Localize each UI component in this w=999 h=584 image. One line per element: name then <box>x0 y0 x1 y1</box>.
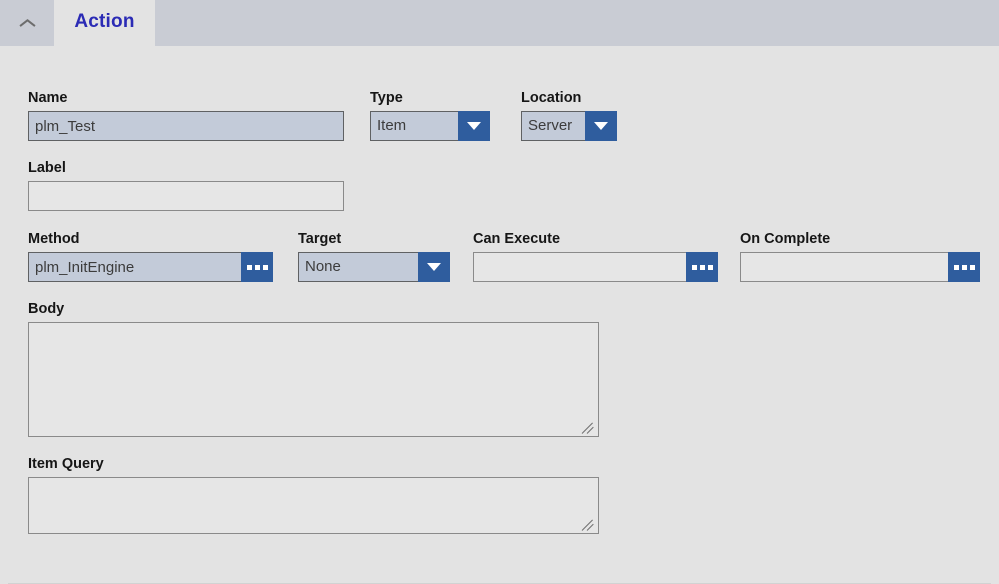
can-execute-picker-button[interactable] <box>686 252 718 282</box>
field-location-label: Location <box>521 90 582 106</box>
ellipsis-icon <box>969 264 975 270</box>
field-item-query: Item Query <box>28 456 599 534</box>
field-name: Name <box>28 90 344 141</box>
field-location: Location Server <box>521 90 617 141</box>
action-form-panel: Name Type Item Location Server Label M <box>0 46 999 584</box>
field-method-label: Method <box>28 231 80 247</box>
field-method: Method <box>28 231 273 282</box>
item-query-textarea[interactable] <box>28 477 599 534</box>
ellipsis-icon <box>707 264 713 270</box>
field-label-label: Label <box>28 160 66 176</box>
location-select[interactable]: Server <box>521 111 617 141</box>
chevron-down-icon <box>427 263 441 271</box>
field-target-label: Target <box>298 231 342 247</box>
body-textarea[interactable] <box>28 322 599 437</box>
on-complete-picker-button[interactable] <box>948 252 980 282</box>
ellipsis-icon <box>262 264 268 270</box>
field-can-execute: Can Execute <box>473 231 718 282</box>
field-on-complete: On Complete <box>740 231 980 282</box>
chevron-down-icon <box>467 122 481 130</box>
name-input[interactable] <box>28 111 344 141</box>
field-label: Label <box>28 160 344 211</box>
field-type-label: Type <box>370 90 403 106</box>
collapse-panel-button[interactable] <box>0 0 54 46</box>
ellipsis-icon <box>246 264 252 270</box>
tab-bar: Action <box>0 0 999 46</box>
field-name-label: Name <box>28 90 68 106</box>
location-select-value: Server <box>521 111 585 141</box>
method-input[interactable] <box>28 252 241 282</box>
type-dropdown-button[interactable] <box>458 111 490 141</box>
field-target: Target None <box>298 231 450 282</box>
ellipsis-icon <box>953 264 959 270</box>
method-picker-button[interactable] <box>241 252 273 282</box>
on-complete-input[interactable] <box>740 252 948 282</box>
field-body-label: Body <box>28 301 65 317</box>
field-type: Type Item <box>370 90 490 141</box>
field-can-execute-label: Can Execute <box>473 231 561 247</box>
can-execute-input[interactable] <box>473 252 686 282</box>
ellipsis-icon <box>691 264 697 270</box>
ellipsis-icon <box>254 264 260 270</box>
target-select-value: None <box>298 252 418 282</box>
chevron-up-icon <box>20 19 35 27</box>
tab-action[interactable]: Action <box>54 0 155 46</box>
label-input[interactable] <box>28 181 344 211</box>
ellipsis-icon <box>699 264 705 270</box>
tab-action-label: Action <box>74 11 135 32</box>
type-select-value: Item <box>370 111 458 141</box>
field-body: Body <box>28 301 599 437</box>
type-select[interactable]: Item <box>370 111 490 141</box>
target-dropdown-button[interactable] <box>418 252 450 282</box>
field-item-query-label: Item Query <box>28 456 104 472</box>
chevron-down-icon <box>594 122 608 130</box>
field-on-complete-label: On Complete <box>740 231 831 247</box>
target-select[interactable]: None <box>298 252 450 282</box>
ellipsis-icon <box>961 264 967 270</box>
location-dropdown-button[interactable] <box>585 111 617 141</box>
